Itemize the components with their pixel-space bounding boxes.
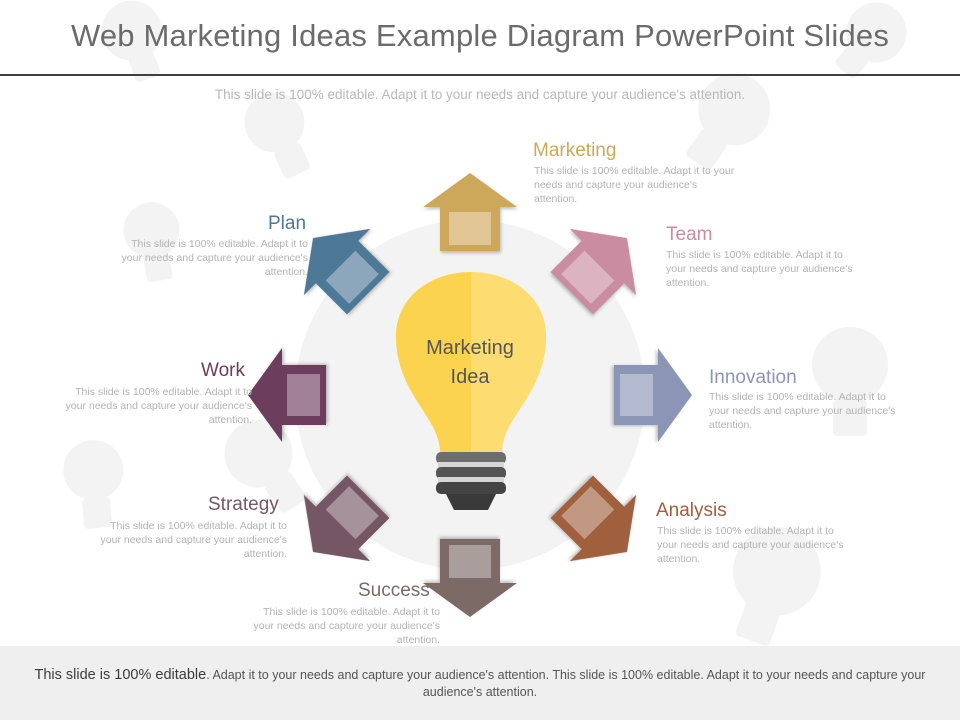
arrow-icon-marketing — [423, 173, 517, 251]
bulb-tip — [446, 494, 496, 510]
center-label-line2: Idea — [450, 366, 490, 388]
bulb-base-ring-1 — [436, 452, 506, 464]
arrow-icon-success — [423, 539, 517, 617]
footer-lead: This slide is 100% editable — [34, 667, 207, 683]
title-divider — [0, 74, 960, 76]
desc-marketing: This slide is 100% editable. Adapt it to… — [534, 165, 735, 205]
bulb-base-ring-2 — [436, 467, 506, 479]
center-label: Marketing Idea — [395, 334, 545, 392]
subtitle: This slide is 100% editable. Adapt it to… — [214, 87, 746, 102]
footer-bar — [0, 646, 960, 720]
label-analysis: Analysis — [656, 500, 727, 521]
arrow-icon-plan — [303, 228, 390, 315]
page-title: Web Marketing Ideas Example Diagram Powe… — [70, 18, 890, 53]
footer-text: This slide is 100% editable. Adapt it to… — [10, 667, 950, 701]
bulb-glass-highlight — [471, 272, 547, 452]
label-work: Work — [201, 360, 245, 381]
bulb-base-ring-3 — [436, 482, 506, 494]
arrow-icon-innovation — [614, 348, 692, 442]
arrow-icon-work — [248, 348, 326, 442]
center-label-line1: Marketing — [426, 337, 514, 359]
footer-body: . Adapt it to your needs and capture you… — [206, 668, 926, 699]
bulb-base-gap-2 — [438, 477, 504, 483]
desc-plan: This slide is 100% editable. Adapt it to… — [121, 238, 308, 278]
label-success: Success — [358, 580, 430, 601]
label-innovation: Innovation — [709, 367, 797, 388]
arrow-icon-team — [550, 228, 637, 315]
label-plan: Plan — [268, 213, 307, 234]
desc-team: This slide is 100% editable. Adapt it to… — [666, 249, 853, 289]
desc-success: This slide is 100% editable. Adapt it to… — [253, 606, 440, 646]
desc-innovation: This slide is 100% editable. Adapt it to… — [709, 391, 896, 431]
arrow-icon-strategy — [303, 475, 390, 562]
label-team: Team — [666, 224, 713, 245]
label-strategy: Strategy — [208, 494, 279, 515]
label-marketing: Marketing — [533, 140, 617, 161]
desc-strategy: This slide is 100% editable. Adapt it to… — [100, 520, 287, 560]
desc-analysis: This slide is 100% editable. Adapt it to… — [657, 525, 844, 565]
lightbulb-icon — [395, 272, 547, 510]
arrow-icon-analysis — [550, 475, 637, 562]
desc-work: This slide is 100% editable. Adapt it to… — [65, 386, 252, 426]
bulb-base-gap-1 — [438, 462, 504, 468]
